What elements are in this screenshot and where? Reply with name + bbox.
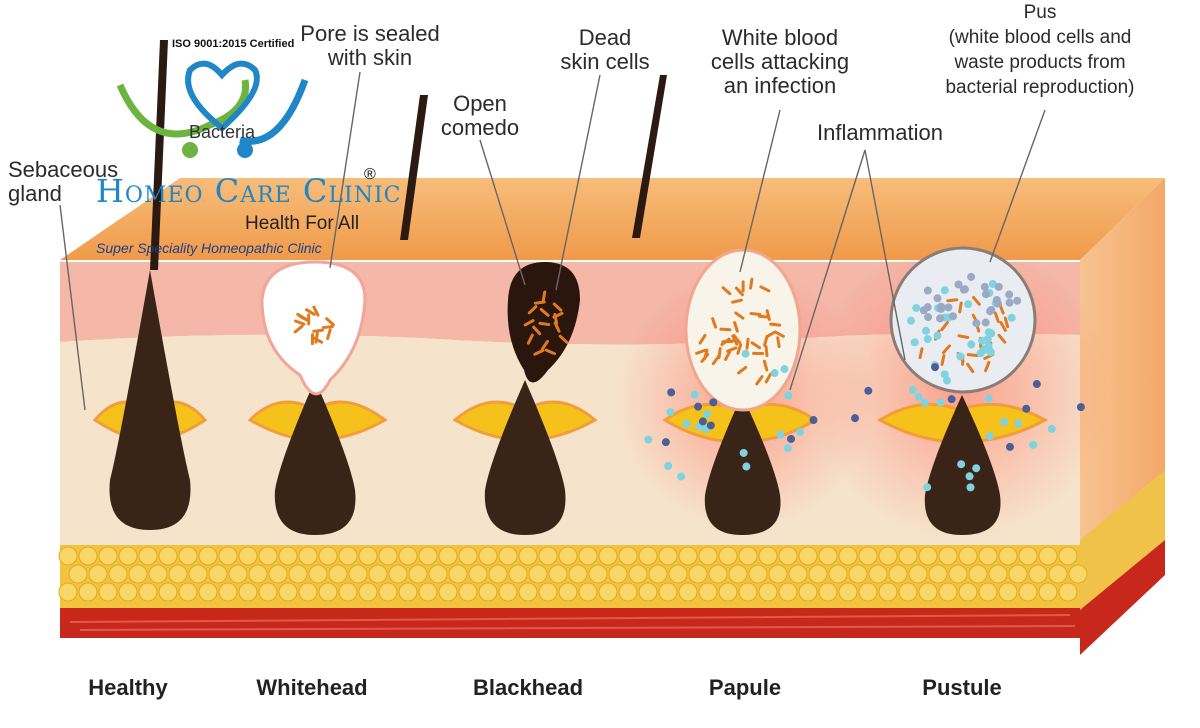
follicle-whitehead — [247, 95, 428, 535]
stage-healthy: Healthy — [88, 675, 168, 700]
stage-whitehead: Whitehead — [256, 675, 368, 700]
follicle-healthy — [92, 40, 208, 530]
whitehead-plug — [260, 260, 367, 396]
logo-registered-mark: ® — [364, 166, 376, 183]
follicle-papule — [662, 248, 818, 535]
leader-lines — [59, 71, 1046, 411]
stage-papule: Papule — [708, 675, 782, 700]
logo-clinic-name: Homeo Care Clinic — [96, 172, 402, 210]
label-pore-sealed: Pore is sealed with skin — [300, 21, 440, 70]
logo-iso-certification: ISO 9001:2015 Certified — [172, 38, 295, 50]
label-sebaceous-gland: Sebaceous gland — [8, 157, 119, 206]
follicle-blackhead — [452, 75, 667, 535]
label-pus: Pus (white blood cells and waste product… — [945, 2, 1135, 98]
label-inflammation: Inflammation — [817, 120, 943, 145]
label-dead-skin-cells: Dead skin cells — [560, 25, 650, 74]
blackhead-plug — [507, 262, 580, 383]
fat-cells — [58, 546, 1088, 602]
papule-lesion — [684, 248, 802, 412]
label-open-comedo: Open comedo — [440, 91, 520, 140]
white-blood-cells — [644, 272, 1085, 492]
skin-surface — [60, 178, 1165, 260]
label-wbc-attacking: White blood cells attacking an infection — [710, 25, 850, 98]
muscle-layer — [60, 608, 1080, 638]
logo-subtitle: Super Speciality Homeopathic Clinic — [96, 240, 322, 256]
logo-emblem — [116, 60, 309, 158]
logo-tagline: Health For All — [245, 213, 360, 234]
label-bacteria: Bacteria — [188, 122, 256, 142]
stage-pustule: Pustule — [922, 675, 1002, 700]
stage-blackhead: Blackhead — [472, 675, 584, 700]
